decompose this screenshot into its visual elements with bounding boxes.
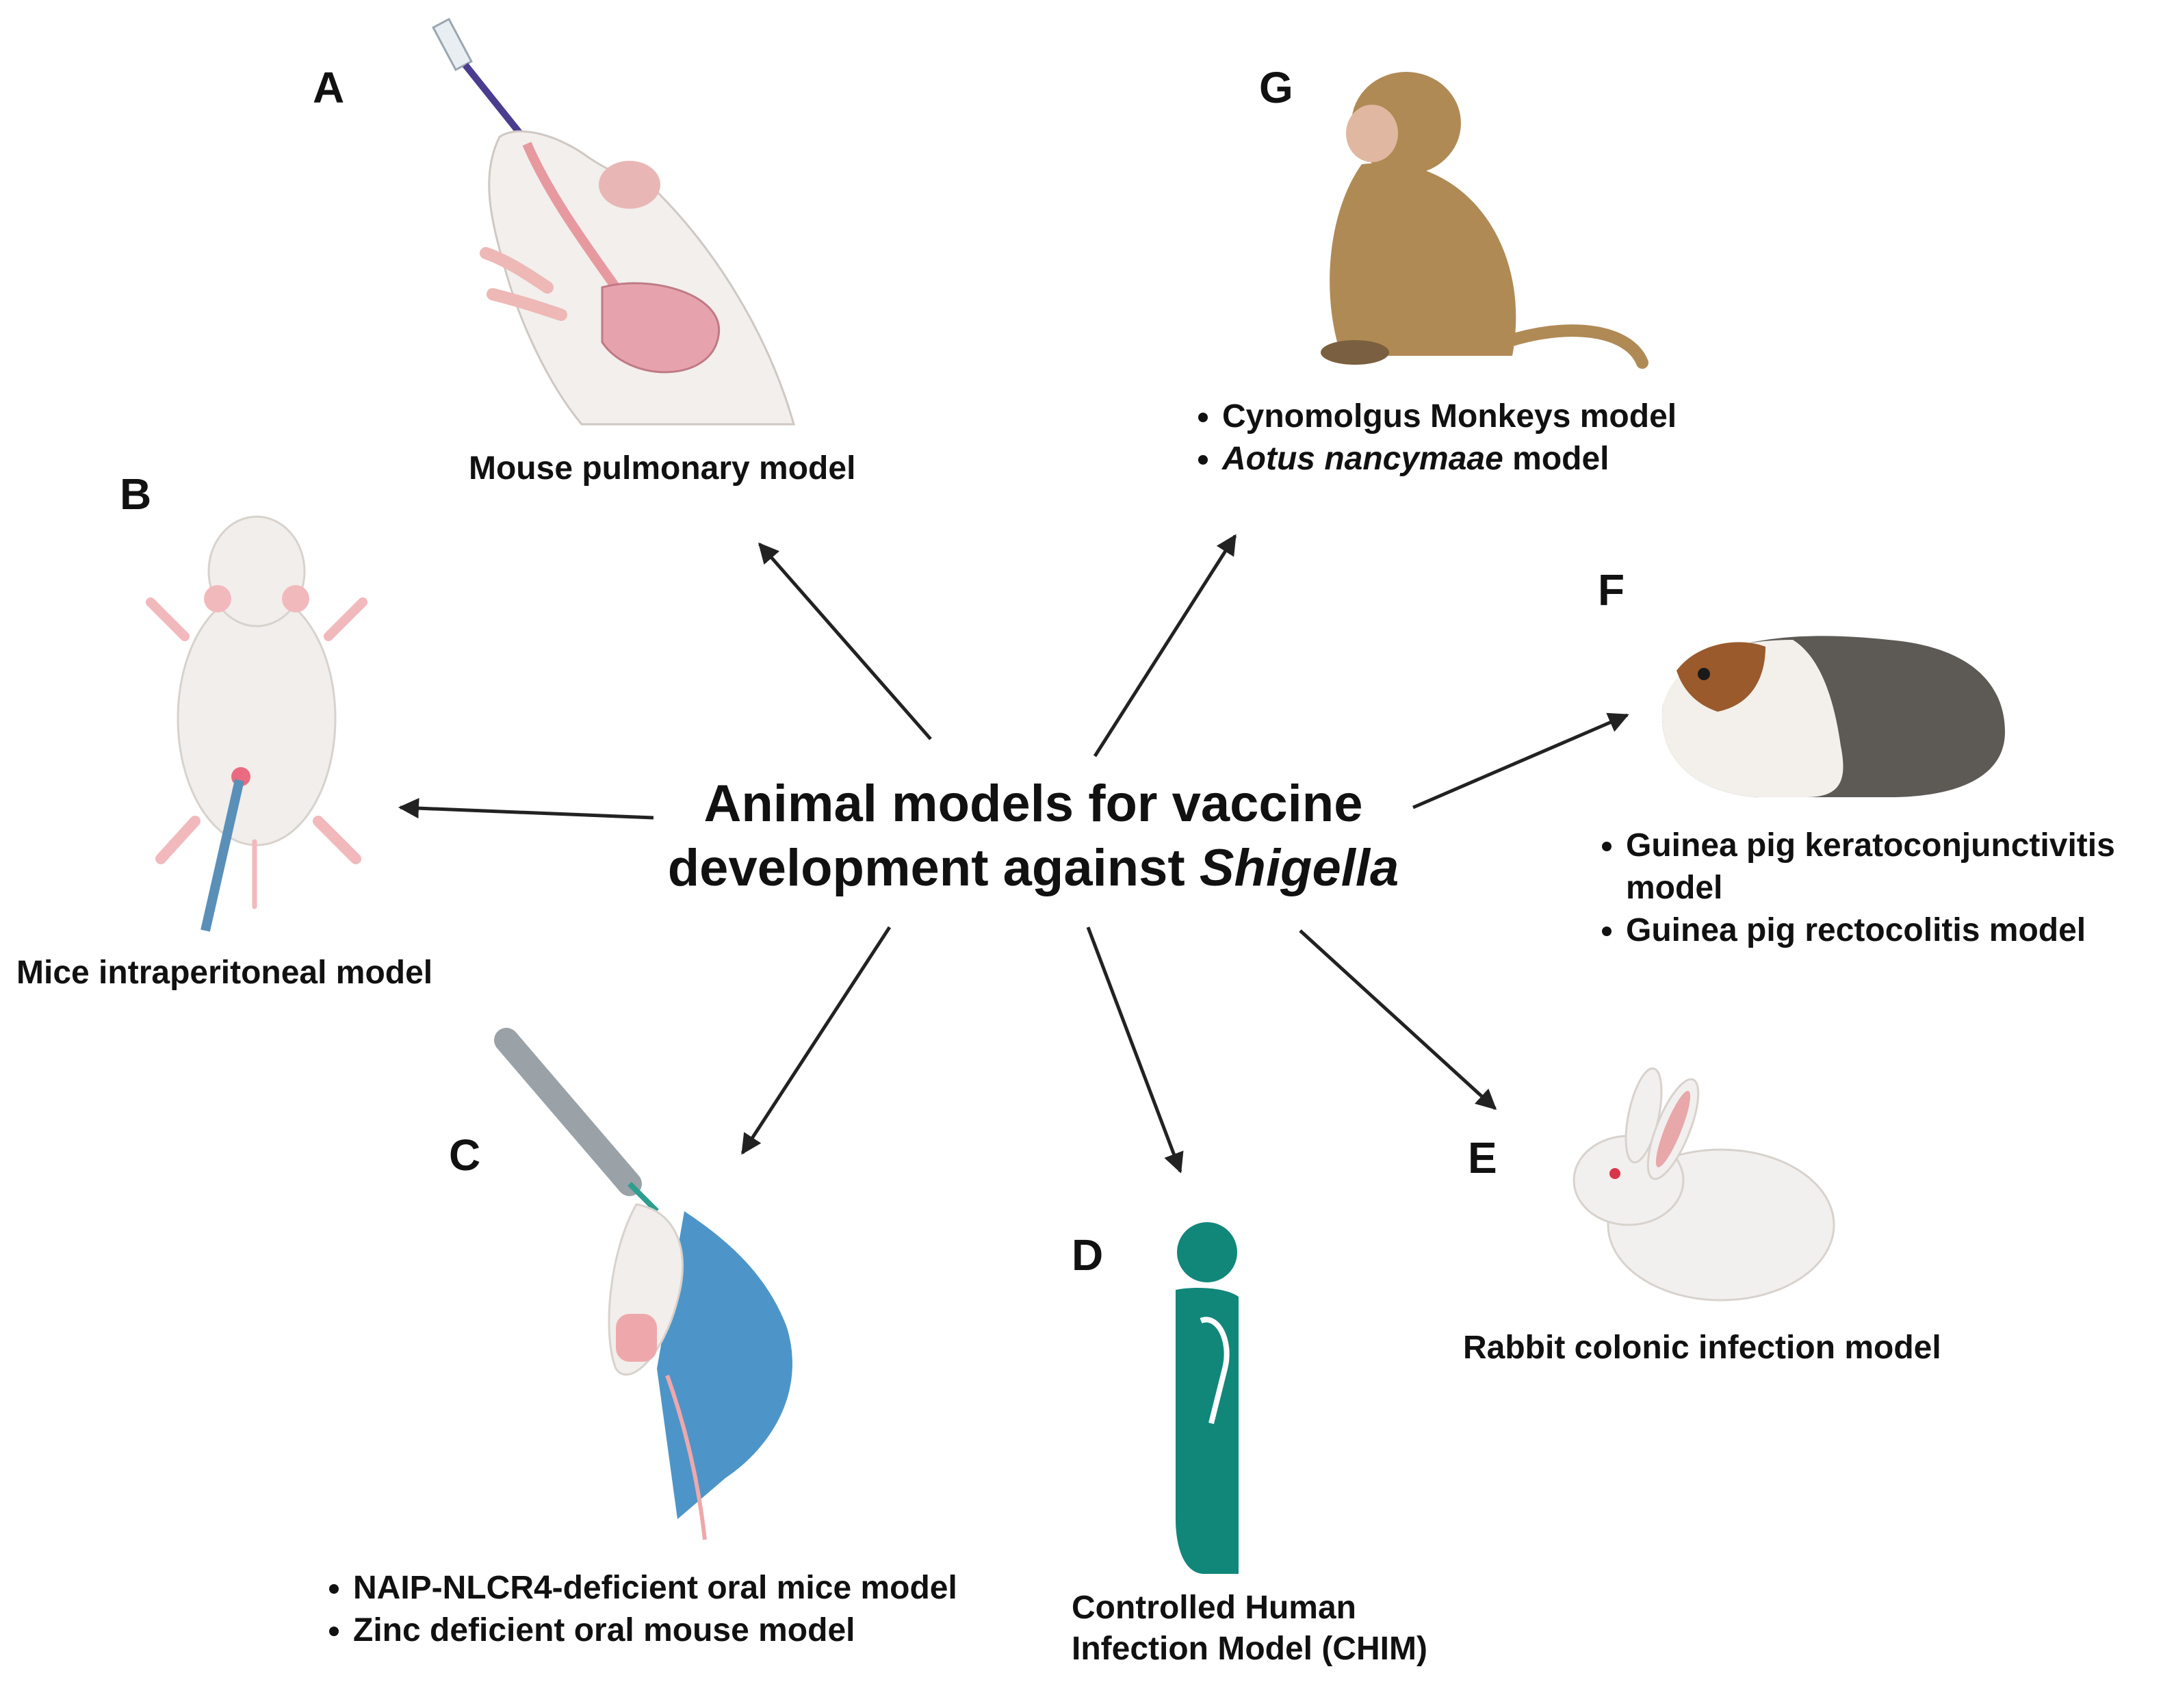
panel-letter-e: E (1468, 1133, 1497, 1182)
panel-letter-c: C (449, 1130, 481, 1180)
arrow-to-F (1412, 712, 1629, 810)
arrow-to-A (758, 542, 932, 740)
panel-g-item-aotus: Aotus nancymaae model (1222, 438, 1838, 480)
label-mice-intraperitoneal: Mice intraperitoneal model (16, 955, 433, 991)
guinea-pig-illustration (1661, 636, 2005, 797)
panel-letter-b: B (120, 469, 152, 519)
panel-letter-a: A (313, 63, 345, 112)
label-mouse-pulmonary: Mouse pulmonary model (469, 450, 856, 487)
monkey-illustration (1321, 72, 1648, 369)
panel-letter-d: D (1072, 1230, 1104, 1280)
panel-f-item-keratoconjunctivitis: Guinea pig keratoconjunctivitis model (1626, 825, 2161, 909)
oral-gavage-illustration (494, 1028, 792, 1540)
central-title-line1: Animal models for vaccine (703, 775, 1363, 833)
panel-f-item-rectocolitis: Guinea pig rectocolitis model (1626, 909, 2161, 952)
arrow-to-B (398, 798, 654, 820)
label-chim: Controlled Human Infection Model (CHIM) (1072, 1588, 1427, 1670)
arrow-to-D (1086, 927, 1184, 1174)
panel-g-item-cynomolgus: Cynomolgus Monkeys model (1222, 396, 1838, 438)
arrow-to-G (1093, 534, 1237, 758)
label-chim-line1: Controlled Human (1072, 1590, 1356, 1626)
label-chim-line2: Infection Model (CHIM) (1072, 1631, 1427, 1667)
arrow-to-E (1299, 929, 1497, 1111)
panel-letter-f: F (1598, 565, 1625, 614)
panel-g-item-aotus-rest: model (1503, 441, 1609, 477)
label-rabbit-colonic: Rabbit colonic infection model (1463, 1330, 1941, 1366)
central-title-shigella: Shigella (1199, 839, 1399, 897)
human-figure-illustration (1176, 1222, 1239, 1574)
central-title: Animal models for vaccine development ag… (636, 772, 1430, 901)
connector-arrows (398, 534, 1629, 1174)
panel-g-list: Cynomolgus Monkeys model Aotus nancymaae… (1184, 396, 1838, 480)
panel-c-item-zinc-deficient: Zinc deficient oral mouse model (353, 1609, 969, 1652)
panel-c-list: NAIP-NLCR4-deficient oral mice model Zin… (315, 1567, 969, 1652)
mouse-pulmonary-illustration (432, 17, 795, 426)
panel-f-list: Guinea pig keratoconjunctivitis model Gu… (1588, 825, 2161, 952)
central-title-line2-prefix: development against (667, 839, 1200, 897)
arrow-to-C (740, 926, 892, 1155)
panel-c-item-naip-nlcr4: NAIP-NLCR4-deficient oral mice model (353, 1567, 969, 1609)
panel-letter-g: G (1259, 63, 1293, 112)
central-title-line2: development against Shigella (636, 836, 1430, 901)
rabbit-illustration (1573, 1067, 1835, 1302)
panel-g-item-aotus-species: Aotus nancymaae (1222, 441, 1503, 477)
mouse-intraperitoneal-illustration (146, 515, 367, 932)
